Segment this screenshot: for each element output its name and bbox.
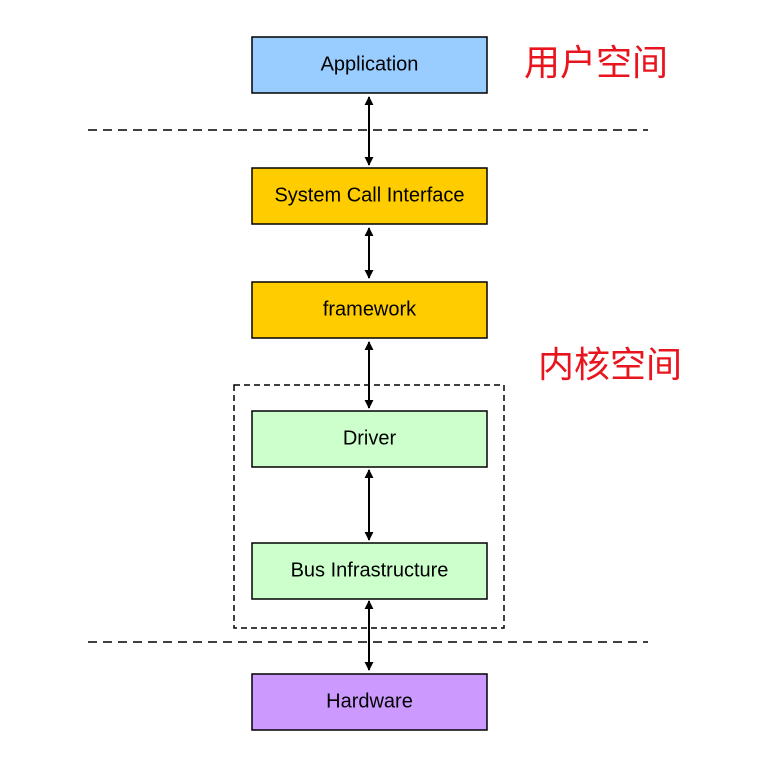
bus-infrastructure-label: Bus Infrastructure xyxy=(291,559,449,581)
framework-box: framework xyxy=(251,281,488,339)
driver-box: Driver xyxy=(251,410,488,468)
framework-label: framework xyxy=(323,298,417,320)
application-label: Application xyxy=(321,53,419,75)
system-call-interface-box: System Call Interface xyxy=(251,167,488,225)
user-space-label: 用户空间 xyxy=(524,43,668,84)
kernel-space-label: 内核空间 xyxy=(538,345,682,386)
system-call-interface-label: System Call Interface xyxy=(274,184,464,206)
hardware-box: Hardware xyxy=(251,673,488,731)
application-box: Application xyxy=(251,36,488,94)
driver-label: Driver xyxy=(343,427,397,449)
hardware-label: Hardware xyxy=(326,690,413,712)
bus-infrastructure-box: Bus Infrastructure xyxy=(251,542,488,600)
